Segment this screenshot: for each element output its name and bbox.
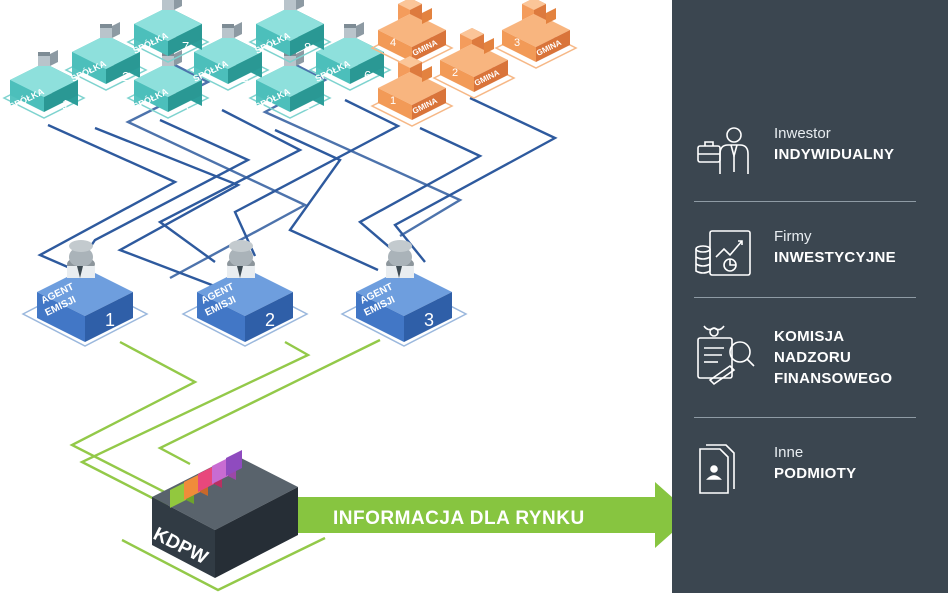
link-spolka2-agent2 xyxy=(95,128,238,290)
spolka-number: 7 xyxy=(182,39,189,54)
link-spolka5-agent3 xyxy=(275,130,378,270)
kdpw-node: KDPW xyxy=(150,450,298,578)
spolka-number: 1 xyxy=(62,97,69,112)
gmina-number: 2 xyxy=(452,67,458,79)
investor-icon xyxy=(694,124,758,180)
spolka-number: 5 xyxy=(304,102,311,117)
agent-number: 2 xyxy=(265,310,275,330)
arrow-label: INFORMACJA DLA RYNKU xyxy=(333,508,585,529)
divider xyxy=(694,297,916,298)
recipients-panel: Inwestor INDYWIDUALNY Firmy INWESTYCYJNE xyxy=(672,0,948,593)
agent-number: 3 xyxy=(424,310,434,330)
recipient-line1: KOMISJA xyxy=(774,326,892,347)
agent-number: 1 xyxy=(105,310,115,330)
recipient-line1: Firmy xyxy=(774,227,896,247)
gmina-3: 3 GMINA xyxy=(496,0,576,68)
agent-emisji-2: AGENT EMISJI 2 xyxy=(183,240,307,346)
gmina-number: 1 xyxy=(390,95,396,107)
recipient-line2: NADZORU xyxy=(774,347,892,368)
recipient-line1: Inwestor xyxy=(774,124,894,144)
gmina-number: 4 xyxy=(390,37,396,49)
gmina-number: 3 xyxy=(514,37,520,49)
link-agent1-kdpw xyxy=(72,342,195,505)
link-gmina1-agent3 xyxy=(360,128,480,252)
recipient-line2: INDYWIDUALNY xyxy=(774,144,894,165)
information-arrow: INFORMACJA DLA RYNKU xyxy=(290,482,672,548)
link-agent3-kdpw xyxy=(160,340,380,464)
agent-emisji-3: AGENT EMISJI 3 xyxy=(342,240,466,346)
commission-icon xyxy=(694,322,758,386)
recipient-line2: PODMIOTY xyxy=(774,463,856,484)
documents-icon xyxy=(694,443,758,499)
spolka-number: 4 xyxy=(242,72,249,87)
divider xyxy=(694,417,916,418)
diagram: SPÓŁKA 1 SPÓŁKA 2 SPÓŁKA 3 SPÓŁKA 4 SPÓŁ… xyxy=(0,0,672,593)
divider xyxy=(694,201,916,202)
recipient-line2: INWESTYCYJNE xyxy=(774,247,896,268)
gmina-buildings: 4 GMINA 3 GMINA 2 GMINA 1 GMINA xyxy=(372,0,576,126)
recipient-line1: Inne xyxy=(774,443,856,463)
link-spolka1-agent1 xyxy=(40,125,175,268)
spolka-number: 2 xyxy=(122,69,129,84)
investment-firm-icon xyxy=(694,227,758,283)
spolka-number: 6 xyxy=(364,68,371,83)
spolka-buildings: SPÓŁKA 1 SPÓŁKA 2 SPÓŁKA 3 SPÓŁKA 4 SPÓŁ… xyxy=(4,0,390,123)
agent-nodes: AGENT EMISJI 1 AGENT EMISJI 2 AGENT EMIS… xyxy=(23,240,466,346)
recipient-line3: FINANSOWEGO xyxy=(774,368,892,389)
spolka-number: 8 xyxy=(304,40,311,55)
spolka-number: 3 xyxy=(182,104,189,119)
